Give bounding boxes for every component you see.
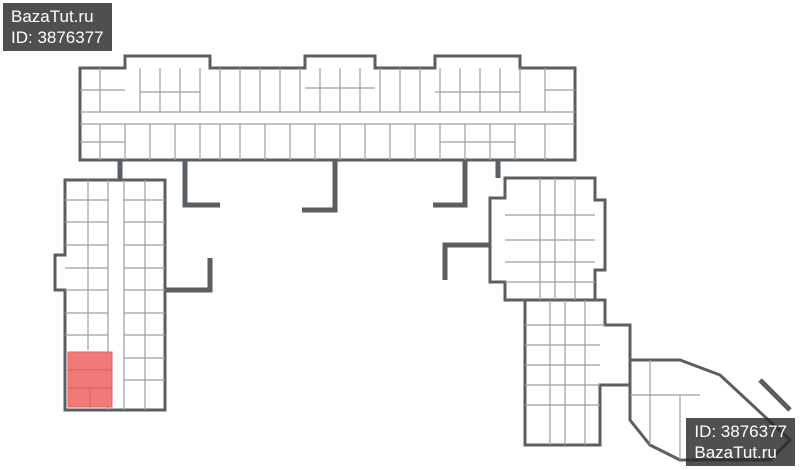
building-outline — [53, 54, 793, 462]
watermark-site-name: BazaTut.ru — [11, 7, 94, 26]
connectors — [117, 160, 792, 412]
watermark-site-name: BazaTut.ru — [694, 443, 777, 462]
interior-partitions — [65, 68, 700, 460]
watermark-listing-id: ID: 3876377 — [11, 28, 104, 47]
watermark-listing-id: ID: 3876377 — [694, 422, 787, 441]
watermark-bottom-right: ID: 3876377 BazaTut.ru — [686, 418, 795, 466]
watermark-top-left: BazaTut.ru ID: 3876377 — [3, 3, 112, 51]
highlighted-apartment-partitions — [68, 369, 112, 407]
